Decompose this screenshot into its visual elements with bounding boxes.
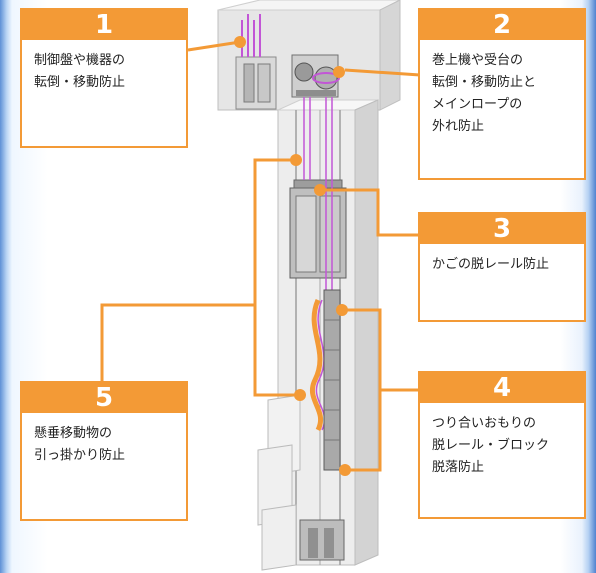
callout-number-4: 4 — [420, 373, 584, 403]
callout-number-5: 5 — [22, 383, 186, 413]
callout-text-line: かごの脱レール防止 — [432, 257, 550, 272]
connector-dots — [234, 36, 351, 476]
pit-equipment — [299, 519, 345, 561]
callout-card-5: 5 懸垂移動物の 引っ掛かり防止 — [20, 381, 188, 521]
connector-dot-4b — [339, 464, 351, 476]
callout-number-2: 2 — [420, 10, 584, 40]
landing-doors — [257, 394, 301, 571]
callout-card-1: 1 制御盤や機器の 転倒・移動防止 — [20, 8, 188, 148]
connector-dot-3 — [314, 184, 326, 196]
connector-dot-5a — [290, 154, 302, 166]
callout-text-1: 制御盤や機器の 転倒・移動防止 — [22, 40, 186, 94]
callout-text-4: つり合いおもりの 脱レール・ブロック 脱落防止 — [420, 403, 584, 479]
leader-lines — [100, 40, 421, 472]
callout-text-line: 脱レール・ブロック — [432, 438, 550, 453]
callout-text-line: 巻上機や受台の — [432, 53, 524, 68]
leader-line-5b — [100, 303, 255, 383]
leader-line-3 — [318, 188, 420, 237]
callout-text-line: 脱落防止 — [432, 460, 485, 475]
callout-text-line: メインロープの — [432, 97, 523, 112]
callout-text-line: 転倒・移動防止と — [432, 75, 537, 90]
leader-line-5 — [253, 158, 300, 397]
callout-card-3: 3 かごの脱レール防止 — [418, 212, 586, 322]
callout-number-1: 1 — [22, 10, 186, 40]
callout-number-3: 3 — [420, 214, 584, 244]
callout-card-2: 2 巻上機や受台の 転倒・移動防止と メインロープの 外れ防止 — [418, 8, 586, 180]
hoisting-machine — [291, 54, 340, 98]
counterweight — [323, 289, 341, 471]
callout-card-4: 4 つり合いおもりの 脱レール・ブロック 脱落防止 — [418, 371, 586, 519]
callout-text-line: 引っ掛かり防止 — [34, 448, 126, 463]
callout-text-line: 外れ防止 — [432, 119, 485, 134]
left-blue-border — [0, 0, 12, 573]
leader-line-1 — [187, 40, 241, 52]
connector-dot-5b — [294, 389, 306, 401]
callout-text-3: かごの脱レール防止 — [420, 244, 584, 276]
callout-text-2: 巻上機や受台の 転倒・移動防止と メインロープの 外れ防止 — [420, 40, 584, 138]
leader-line-2 — [344, 68, 421, 77]
connector-dot-1 — [234, 36, 246, 48]
elevator-car — [289, 179, 347, 279]
control-panel — [235, 14, 277, 110]
main-ropes — [303, 97, 333, 300]
callout-text-line: つり合いおもりの — [432, 416, 537, 431]
callout-text-line: 転倒・移動防止 — [34, 75, 126, 90]
callout-text-line: 制御盤や機器の — [34, 53, 126, 68]
callout-text-5: 懸垂移動物の 引っ掛かり防止 — [22, 413, 186, 467]
callout-text-line: 懸垂移動物の — [34, 426, 113, 441]
connector-dot-4a — [336, 304, 348, 316]
connector-dot-2 — [333, 66, 345, 78]
